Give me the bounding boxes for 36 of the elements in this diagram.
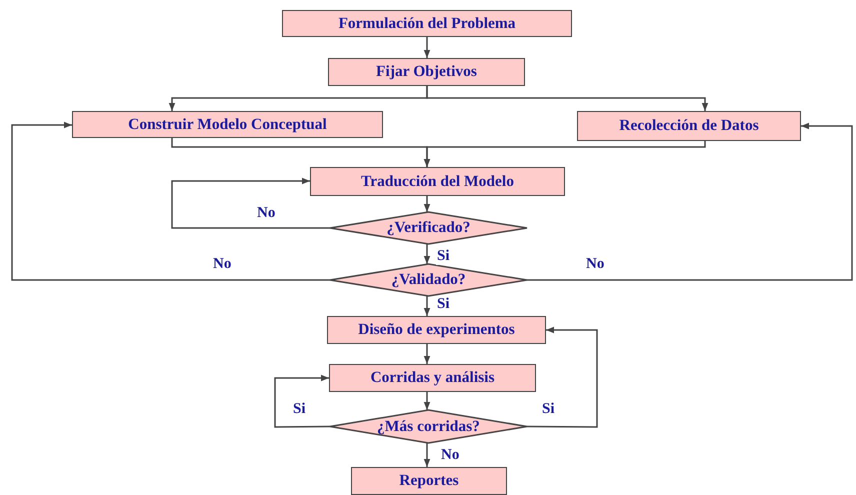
process-box (329, 364, 536, 392)
arrow (424, 141, 706, 167)
node-label: Construir Modelo Conceptual (128, 116, 327, 134)
decision-diamond (330, 212, 527, 244)
arrow (424, 392, 430, 410)
arrow (424, 344, 430, 364)
node-label: Reportes (399, 472, 459, 490)
node-label: Diseño de experimentos (358, 321, 515, 339)
process-box (327, 316, 546, 344)
process-box (72, 111, 383, 138)
node-label: ¿Validado? (391, 271, 466, 289)
arrow (274, 374, 330, 428)
arrow (424, 196, 430, 212)
process-box (310, 167, 565, 196)
arrow (424, 296, 430, 316)
decision-diamond (330, 264, 527, 296)
process-box (328, 58, 525, 86)
node-label: Formulación del Problema (338, 14, 516, 32)
node-label: ¿Verificado? (386, 219, 470, 237)
arrow (527, 122, 853, 281)
arrow (424, 443, 430, 467)
arrow (424, 244, 430, 264)
node-label: Fijar Objetivos (376, 63, 477, 81)
arrow (11, 122, 330, 281)
decision-diamond (330, 410, 527, 443)
node-label: ¿Más corridas? (377, 418, 480, 436)
arrow (171, 178, 330, 229)
process-box (282, 10, 572, 37)
arrow (424, 37, 430, 58)
arrow (426, 86, 708, 111)
node-label: Traducción del Modelo (361, 172, 514, 190)
process-box (351, 467, 507, 495)
process-box (577, 111, 801, 141)
arrow (527, 326, 598, 428)
node-label: Corridas y análisis (370, 369, 494, 387)
node-label: Recolección de Datos (619, 117, 759, 135)
